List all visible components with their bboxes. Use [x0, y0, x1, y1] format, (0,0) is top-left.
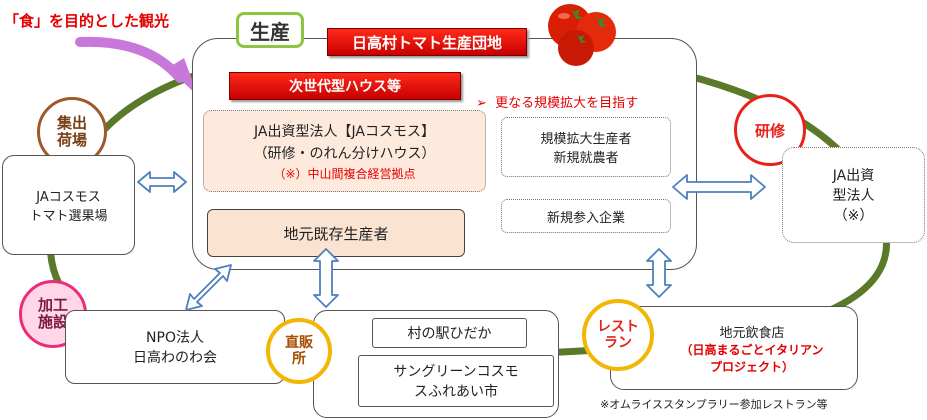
new-entrants-box: 新規参入企業	[501, 199, 671, 233]
processing-box-line-1: NPO法人	[146, 330, 204, 346]
ja-corp-sub: （研修・のれん分けハウス）	[253, 145, 436, 162]
restaurant-circle-line-2: ラン	[604, 335, 632, 351]
local-producers-box: 地元既存生産者	[207, 209, 465, 257]
training-box-line-3: （※）	[833, 208, 874, 224]
scale-up-box: 規模拡大生産者 新規就農者	[501, 117, 671, 177]
processing-circle-line-2: 施設	[37, 313, 68, 331]
double-arrow-icon	[137, 171, 187, 193]
training-box-line-1: JA出資	[832, 168, 875, 184]
processing-box-line-2: 日高わのわ会	[133, 350, 217, 366]
shipping-box: JAコスモス トマト選果場	[2, 155, 135, 255]
processing-box: NPO法人 日高わのわ会	[65, 310, 285, 384]
training-box-line-2: 型法人	[832, 188, 875, 204]
ja-corp-box: JA出資型法人【JAコスモス】 （研修・のれん分けハウス） （※）中山間複合経営…	[203, 110, 486, 192]
village-station-box: 村の駅ひだか	[372, 318, 527, 348]
scale-up-line-1: 規模拡大生産者	[540, 132, 632, 147]
restaurant-project-line-2: プロジェクト）	[709, 359, 794, 374]
scale-up-line-2: 新規就農者	[553, 151, 619, 166]
shipping-box-line-1: JAコスモス	[36, 190, 101, 205]
restaurant-project-line-1: （日高まるごとイタリアン	[680, 342, 824, 357]
double-arrow-icon	[313, 248, 339, 308]
restaurant-circle: レスト ラン	[582, 299, 654, 371]
double-arrow-icon	[185, 264, 232, 311]
processing-circle-line-1: 加工	[37, 295, 68, 314]
expansion-note: ➢ 更なる規模拡大を目指す	[476, 92, 638, 111]
production-label: 生産	[236, 12, 304, 48]
restaurant-circle-line-1: レスト	[597, 318, 639, 335]
direct-sales-circle: 直販 所	[266, 318, 332, 384]
bullet-arrow-icon: ➢	[476, 96, 487, 111]
ja-corp-note: （※）中山間複合経営拠点	[273, 166, 416, 181]
training-circle: 研修	[734, 94, 806, 166]
shipping-circle-line-1: 集出	[56, 113, 87, 132]
shipping-box-line-2: トマト選果場	[29, 209, 108, 224]
headline: 「食」を目的とした観光	[4, 12, 170, 30]
shipping-circle-line-2: 荷場	[56, 131, 87, 149]
direct-sales-circle-line-2: 所	[292, 351, 306, 367]
ja-corp-title: JA出資型法人【JAコスモス】	[254, 123, 435, 140]
restaurant-box-title: 地元飲食店	[719, 325, 785, 341]
sungreen-box: サングリーンコスモ スふれあい市	[358, 355, 554, 407]
restaurant-footnote: ※オムライススタンプラリー参加レストラン等	[600, 398, 828, 411]
double-arrow-icon	[646, 248, 672, 298]
sungreen-line-2: スふれあい市	[414, 384, 498, 400]
double-arrow-icon	[672, 174, 766, 200]
sungreen-line-1: サングリーンコスモ	[393, 364, 519, 380]
restaurant-box: 地元飲食店 （日高まるごとイタリアン プロジェクト）	[610, 306, 858, 390]
tomato-icon	[548, 4, 616, 66]
training-box: JA出資 型法人 （※）	[782, 147, 925, 243]
expansion-note-text: 更なる規模拡大を目指す	[495, 96, 639, 111]
next-gen-house-banner: 次世代型ハウス等	[229, 72, 461, 100]
training-circle-label: 研修	[754, 121, 785, 140]
production-banner: 日高村トマト生産団地	[327, 28, 527, 56]
direct-sales-circle-line-1: 直販	[285, 334, 313, 351]
